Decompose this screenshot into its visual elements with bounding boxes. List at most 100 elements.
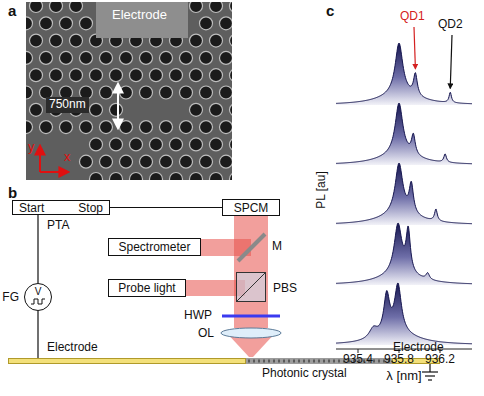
hole <box>100 155 113 168</box>
hole <box>90 103 103 116</box>
peak-arrows <box>414 27 452 88</box>
hole <box>150 173 163 181</box>
node-caption: Electrode <box>393 340 444 354</box>
light-source-box: Probe light <box>108 279 186 297</box>
node-label: Probe light <box>118 281 175 295</box>
tick-label: 935.4 <box>343 353 373 367</box>
hole <box>26 51 33 64</box>
mirror-symbol <box>238 234 265 261</box>
hole <box>230 69 233 82</box>
hole <box>40 17 53 30</box>
peak-label: QD1 <box>400 10 425 24</box>
instrument-box: StartStopPTA <box>12 200 110 215</box>
hole <box>50 69 63 82</box>
hole <box>26 121 33 134</box>
hole <box>130 138 143 151</box>
hole <box>50 34 63 47</box>
hole <box>30 34 43 47</box>
hole <box>230 2 233 13</box>
waveplate-symbol <box>222 315 280 318</box>
hole <box>100 51 113 64</box>
hole <box>80 17 93 30</box>
hole <box>160 86 173 99</box>
hole <box>100 121 113 134</box>
hole <box>220 17 233 30</box>
hole <box>110 103 123 116</box>
hole <box>80 121 93 134</box>
hole <box>190 173 203 181</box>
hole <box>150 69 163 82</box>
hole <box>40 51 53 64</box>
axis-arrow <box>40 171 68 173</box>
tick-label: 935.8 <box>384 353 414 367</box>
axis-arrow <box>39 146 41 172</box>
node-label: SPCM <box>234 201 269 215</box>
hole <box>110 173 123 181</box>
axis-title: PL [au] <box>315 171 329 209</box>
hole <box>200 51 213 64</box>
hole <box>140 121 153 134</box>
spectrum-fill <box>336 103 472 165</box>
hole <box>170 69 183 82</box>
hole <box>40 121 53 134</box>
hole <box>30 103 43 116</box>
detector-box: SPCM <box>222 199 280 216</box>
hole <box>120 51 133 64</box>
component-label: Photonic crystal <box>262 367 347 381</box>
hole <box>170 173 183 181</box>
component-label: HWP <box>184 309 212 323</box>
hole <box>130 173 143 181</box>
spectrum-fill <box>336 283 472 345</box>
hole <box>140 51 153 64</box>
hole <box>180 86 193 99</box>
hole <box>200 17 213 30</box>
axis-title: λ [nm] <box>386 369 421 384</box>
axis-label: y <box>28 140 35 155</box>
hole <box>160 51 173 64</box>
hole <box>130 69 143 82</box>
spectrum-line <box>336 283 472 344</box>
hole <box>190 103 203 116</box>
hole <box>200 121 213 134</box>
node-label: Spectrometer <box>118 240 190 254</box>
square-wave-symbol <box>31 298 45 305</box>
electrode-region <box>96 2 188 38</box>
hole <box>180 155 193 168</box>
hole <box>190 2 203 13</box>
signal-wire <box>110 207 222 208</box>
hole <box>220 155 233 168</box>
lens-symbol <box>221 328 281 338</box>
spectrum <box>336 163 472 225</box>
hole <box>230 173 233 181</box>
hole <box>210 173 223 181</box>
component-label: M <box>272 240 282 254</box>
hole <box>190 34 203 47</box>
node-label: V <box>35 284 42 297</box>
hole <box>150 138 163 151</box>
function-generator: VFG <box>24 283 52 311</box>
hole <box>80 155 93 168</box>
hole <box>230 34 233 47</box>
panel-letter: a <box>8 2 16 19</box>
hole <box>180 51 193 64</box>
sem-ground <box>26 2 232 180</box>
spectra <box>336 43 472 345</box>
dimension-arrow <box>117 84 119 128</box>
peak-label: QD2 <box>438 18 463 32</box>
dimension-label: 750nm <box>46 97 89 113</box>
hole <box>210 138 223 151</box>
beam <box>234 216 268 328</box>
hole <box>70 69 83 82</box>
hole <box>210 69 223 82</box>
hole <box>160 155 173 168</box>
electrode-bar: Electrode <box>8 358 246 364</box>
hole <box>70 34 83 47</box>
hole <box>90 138 103 151</box>
hole <box>190 138 203 151</box>
hole <box>160 121 173 134</box>
hole <box>80 51 93 64</box>
node-label: Start <box>19 201 44 215</box>
spectrum-fill <box>336 163 472 225</box>
